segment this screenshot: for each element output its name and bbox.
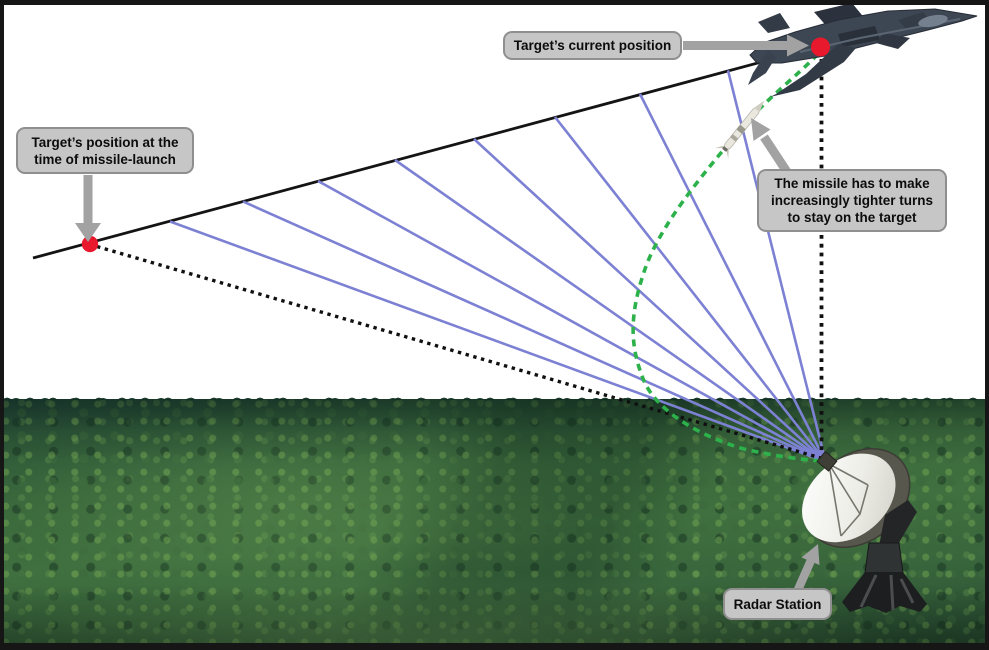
launch-line-of-sight-dotted bbox=[96, 244, 825, 461]
label-missile-note: The missile has to make increasingly tig… bbox=[757, 169, 947, 232]
current-position-arrow bbox=[683, 34, 809, 57]
label-launch-position-line2: time of missile-launch bbox=[34, 151, 176, 167]
radar-dish-icon bbox=[802, 447, 911, 549]
label-current-position-text: Target’s current position bbox=[513, 38, 672, 53]
label-launch-position-line1: Target’s position at the bbox=[31, 134, 179, 150]
radar-station-arrow bbox=[793, 544, 820, 594]
launch-position-arrow bbox=[75, 175, 101, 242]
radar-station bbox=[802, 447, 927, 613]
label-radar-station: Radar Station bbox=[723, 588, 832, 620]
line-of-sight-fan bbox=[169, 70, 827, 463]
current-position-marker bbox=[811, 37, 830, 57]
radar-pedestal bbox=[842, 500, 927, 613]
los-line-4 bbox=[394, 158, 827, 463]
fighter-jet-icon bbox=[748, 3, 978, 97]
target-path-line bbox=[32, 45, 820, 260]
label-missile-note-line2: increasingly tighter turns bbox=[770, 193, 934, 208]
pointer-arrows bbox=[75, 34, 820, 594]
los-line-3 bbox=[317, 179, 827, 463]
los-line-7 bbox=[638, 93, 827, 463]
los-line-8 bbox=[726, 70, 827, 462]
label-current-position: Target’s current position bbox=[503, 31, 682, 60]
label-missile-note-line1: The missile has to make bbox=[774, 176, 930, 191]
los-line-1 bbox=[169, 220, 826, 463]
missile-trajectory-curve bbox=[631, 52, 823, 463]
missile-icon bbox=[714, 100, 765, 159]
los-line-2 bbox=[242, 200, 827, 463]
los-line-6 bbox=[553, 116, 827, 463]
label-missile-note-line3: to stay on the target bbox=[787, 210, 917, 225]
launch-position-marker bbox=[81, 235, 99, 253]
label-launch-position: Target’s position at the time of missile… bbox=[16, 127, 194, 174]
los-line-5 bbox=[473, 138, 827, 463]
label-radar-station-text: Radar Station bbox=[733, 596, 822, 612]
